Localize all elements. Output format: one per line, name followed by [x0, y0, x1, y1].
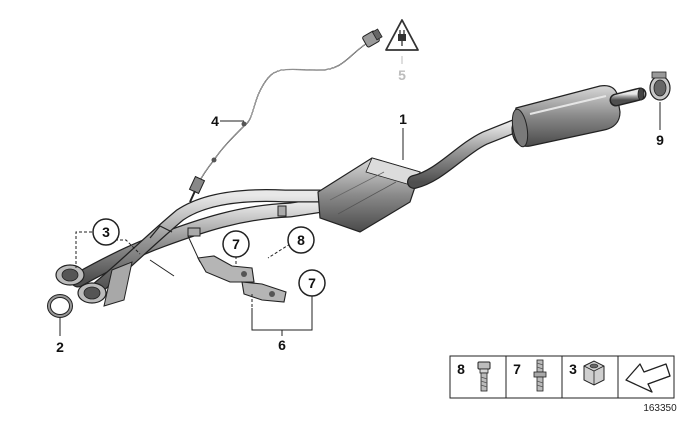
callout-3: 3 — [92, 218, 120, 246]
gasket-ring — [47, 294, 73, 318]
svg-text:7: 7 — [232, 236, 240, 252]
manifold-flange — [55, 261, 133, 307]
legend-number-7: 7 — [513, 361, 521, 377]
svg-text:7: 7 — [308, 275, 316, 291]
electrical-plug-warning-icon — [385, 19, 419, 64]
oxygen-sensor — [188, 28, 383, 203]
svg-text:8: 8 — [297, 232, 305, 248]
bolt-icon — [477, 361, 491, 392]
legend-number-8: 8 — [457, 361, 465, 377]
svg-text:2: 2 — [56, 339, 64, 355]
callout-6: 6 — [278, 337, 286, 353]
exhaust-pipe-assembly — [70, 85, 647, 297]
callout-5: 5 — [398, 67, 406, 83]
direction-arrow-icon — [625, 363, 671, 393]
svg-text:1: 1 — [399, 111, 407, 127]
callout-4: 4 — [211, 113, 219, 129]
svg-text:9: 9 — [656, 132, 664, 148]
callout-7-lower: 7 — [298, 269, 326, 297]
callout-7-upper: 7 — [222, 230, 250, 258]
callout-2: 2 — [56, 339, 64, 355]
svg-text:5: 5 — [398, 67, 406, 83]
hex-nut-icon — [583, 360, 605, 386]
callout-9: 9 — [656, 132, 664, 148]
stud-bolt-icon — [533, 359, 547, 392]
legend-number-3: 3 — [569, 361, 577, 377]
pipe-clamp — [649, 71, 671, 101]
support-bracket — [197, 255, 287, 303]
fastener-legend: 8 7 3 — [449, 355, 675, 399]
svg-text:3: 3 — [102, 224, 110, 240]
callout-8: 8 — [287, 226, 315, 254]
callout-1: 1 — [399, 111, 407, 127]
diagram-reference-number: 163350 — [643, 403, 677, 414]
svg-text:4: 4 — [211, 113, 219, 129]
svg-text:6: 6 — [278, 337, 286, 353]
